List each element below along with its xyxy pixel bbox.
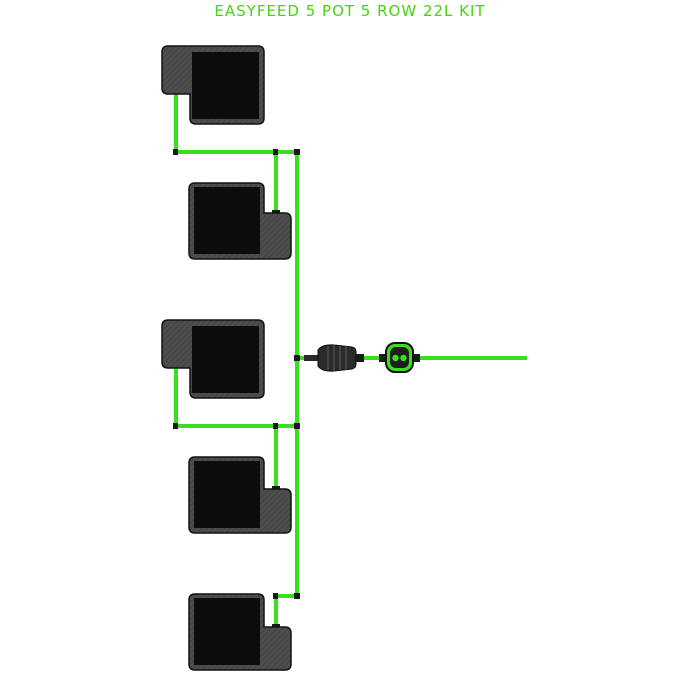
pot-reservoir xyxy=(192,52,259,119)
diagram-title: EASYFEED 5 POT 5 ROW 22L KIT xyxy=(214,2,486,20)
pot-reservoir xyxy=(194,187,260,254)
filter-icon xyxy=(304,344,364,372)
pot-1 xyxy=(161,45,265,125)
joint-marker xyxy=(273,149,278,155)
pot-reservoir xyxy=(194,598,260,665)
joint-marker xyxy=(294,355,300,361)
pot-5 xyxy=(188,593,292,671)
joint-marker xyxy=(294,423,300,429)
joint-marker xyxy=(173,149,178,155)
joint-marker xyxy=(294,149,300,155)
pot-2 xyxy=(188,182,292,260)
pot-reservoir xyxy=(192,326,259,393)
joint-marker xyxy=(294,593,300,599)
pot-reservoir xyxy=(194,461,260,528)
valve-icon xyxy=(379,342,420,373)
pot-3 xyxy=(161,319,265,399)
pot-4 xyxy=(188,456,292,534)
joint-marker xyxy=(273,593,278,599)
joint-marker xyxy=(173,423,178,429)
joint-marker xyxy=(273,423,278,429)
